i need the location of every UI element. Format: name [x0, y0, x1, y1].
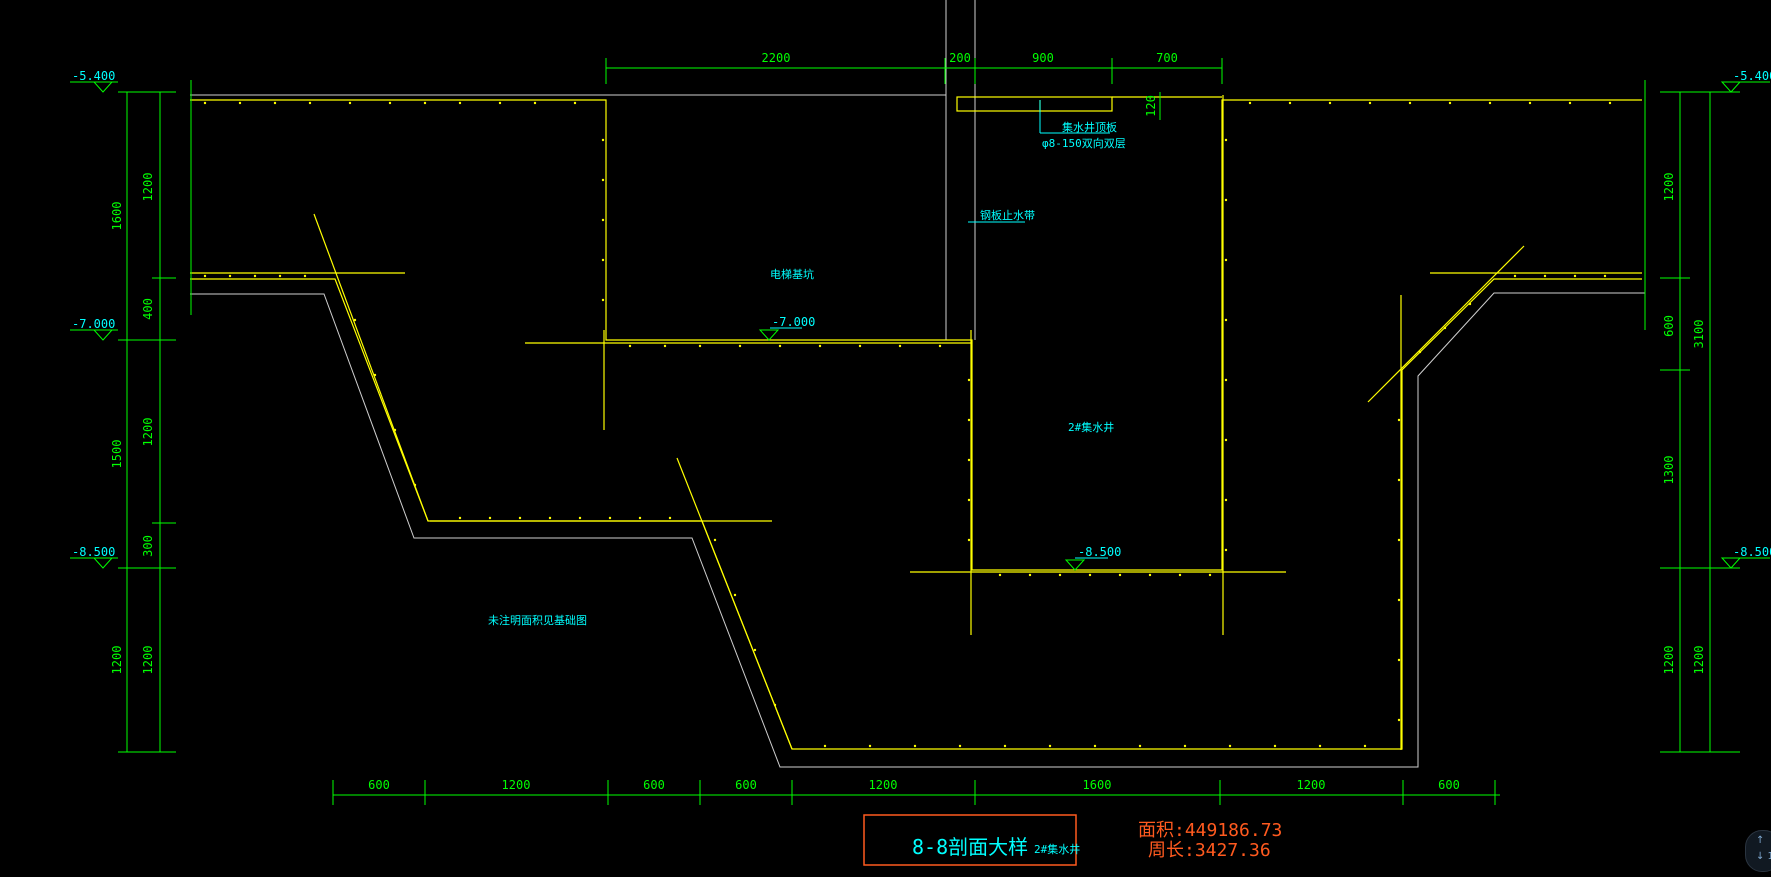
perimeter-readout: 周长:3427.36: [1148, 840, 1271, 861]
dim-bottom-6: 1600: [1083, 778, 1112, 792]
dim-bottom-3: 600: [643, 778, 665, 792]
title-block-frame: [863, 814, 1077, 866]
dim-bottom-8: 600: [1438, 778, 1460, 792]
leader-lines: [770, 100, 1110, 559]
nav-up-icon[interactable]: ↑: [1756, 835, 1765, 846]
dim-top-4: 700: [1156, 51, 1178, 65]
level-left-top: -5.400: [72, 69, 115, 83]
level-pit-floor: -7.000: [772, 315, 815, 329]
title-block-title: 8-8剖面大样: [912, 835, 1028, 859]
dim-top-3: 900: [1032, 51, 1054, 65]
note-well-rebar: φ8-150双向双层: [1042, 136, 1126, 150]
level-right-top: -5.400: [1733, 69, 1771, 83]
rebar-dots: [203, 101, 1612, 748]
dim-left-inner-5: 1200: [141, 646, 155, 675]
dim-slab: 120: [1144, 95, 1158, 117]
note-well-cover: 集水井顶板: [1062, 120, 1117, 134]
dim-bottom-2: 1200: [502, 778, 531, 792]
level-left-mid: -7.000: [72, 317, 115, 331]
area-readout: 面积:449186.73: [1138, 820, 1282, 841]
rebar-lines: [190, 95, 1642, 750]
dim-bottom-5: 1200: [869, 778, 898, 792]
dim-left-inner-4: 300: [141, 535, 155, 557]
nav-down-icon[interactable]: ↓ 1: [1756, 851, 1771, 862]
title-block-subtitle: 2#集水井: [1034, 842, 1080, 856]
dim-left-inner-2: 400: [141, 298, 155, 320]
dim-left-outer-3: 1200: [110, 646, 124, 675]
dim-left-outer-2: 1500: [110, 440, 124, 469]
dim-top-2: 200: [949, 51, 971, 65]
dim-left-inner-3: 1200: [141, 418, 155, 447]
level-sump-floor: -8.500: [1078, 545, 1121, 559]
note-gap-fill: 未注明面积见基础图: [488, 613, 587, 627]
note-elevator-pit: 电梯基坑: [770, 267, 814, 281]
level-markers: [92, 81, 1742, 571]
dim-right-inner-3: 1300: [1662, 456, 1676, 485]
dim-left-inner-1: 1200: [141, 173, 155, 202]
dim-right-outer-2: 1200: [1692, 646, 1706, 675]
level-right-bottom: -8.500: [1733, 545, 1771, 559]
dim-bottom-7: 1200: [1297, 778, 1326, 792]
dim-right-inner-1: 1200: [1662, 173, 1676, 202]
note-sump: 2#集水井: [1068, 420, 1114, 434]
concrete-outline: [190, 0, 1645, 768]
note-steel-waterstop: 钢板止水带: [980, 208, 1035, 222]
dim-right-inner-4: 1200: [1662, 646, 1676, 675]
dim-left-outer-1: 1600: [110, 202, 124, 231]
dim-bottom-1: 600: [368, 778, 390, 792]
dim-right-outer-1: 3100: [1692, 320, 1706, 349]
level-left-bottom: -8.500: [72, 545, 115, 559]
view-navigation-widget[interactable]: ↑ ↓ 1: [1745, 830, 1771, 872]
dim-bottom-4: 600: [735, 778, 757, 792]
dim-top-1: 2200: [762, 51, 791, 65]
dim-right-inner-2: 600: [1662, 315, 1676, 337]
dimension-lines: [70, 58, 1770, 805]
